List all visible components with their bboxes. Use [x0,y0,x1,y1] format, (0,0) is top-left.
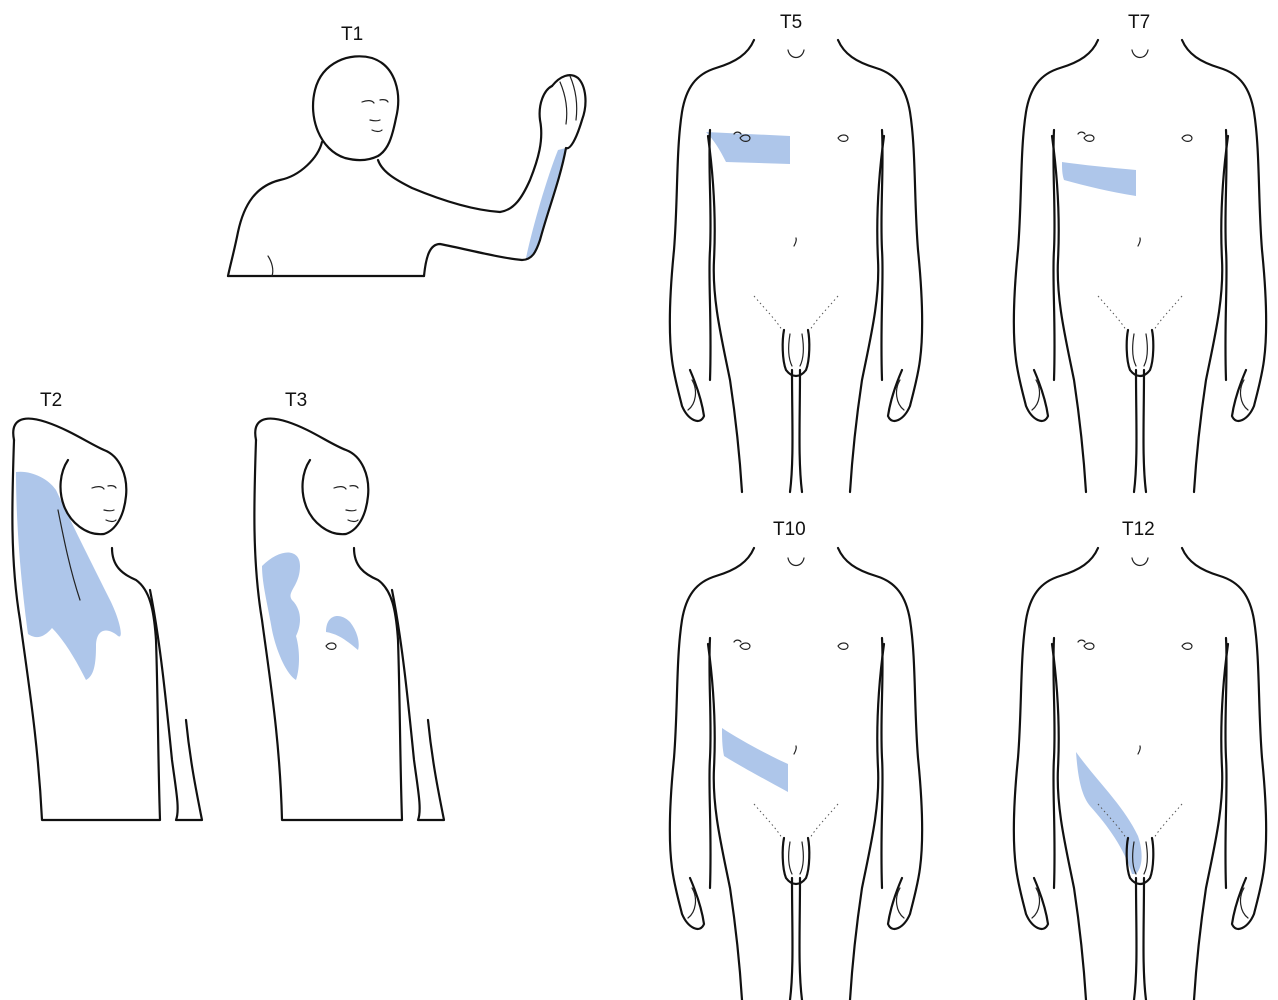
figure-t1 [228,56,585,276]
t5-dermatome-zone [706,132,790,164]
figure-t5 [670,40,922,492]
t10-dermatome-zone [722,728,788,792]
t1-dermatome-zone [526,148,566,258]
figure-t12 [1014,548,1266,1000]
figure-t2 [12,419,202,820]
t12-dermatome-zone [1076,752,1142,874]
t7-dermatome-zone [1062,162,1136,196]
t3-dermatome-zone-chest [326,616,359,650]
t2-dermatome-zone [16,472,121,680]
figure-t3 [254,419,444,820]
figure-t10 [670,548,922,1000]
figure-t7 [1014,40,1266,492]
